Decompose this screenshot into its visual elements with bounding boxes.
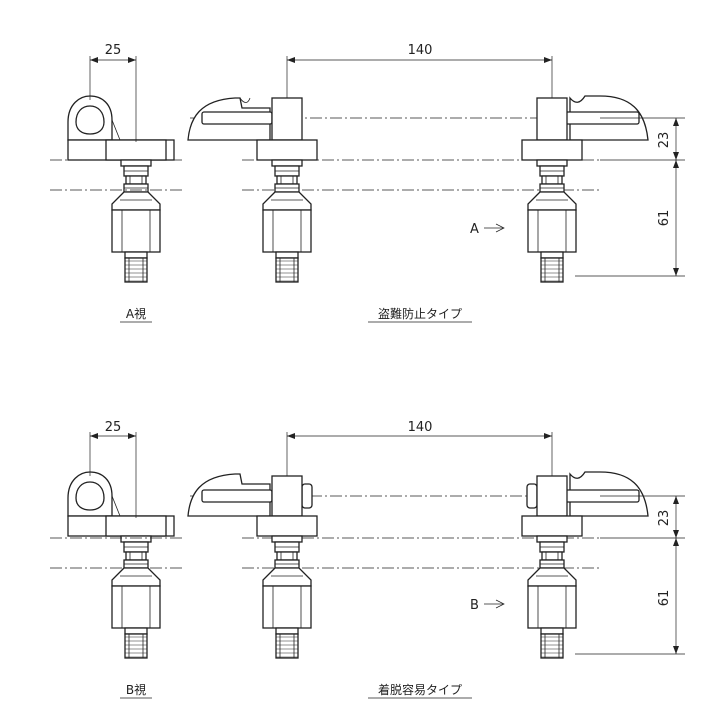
dim-spacing: 140 — [408, 420, 433, 435]
dim-spacing: 140 — [408, 43, 433, 58]
dim-width: 25 — [105, 43, 122, 58]
side-view-b — [67, 471, 175, 659]
type-label: 着脱容易タイプ — [378, 682, 462, 697]
side-view-a — [67, 95, 175, 283]
view-arrow-label: B — [470, 598, 479, 613]
type-label: 盗難防止タイプ — [378, 306, 462, 321]
view-arrow-label: A — [470, 222, 479, 237]
panel-anti-theft: 25 140 23 61 A A視 盗難防止タイプ — [50, 43, 685, 323]
panel-easy-detach: 25 140 23 61 B B視 着脱容易タイプ — [50, 420, 685, 699]
dim-height-upper: 23 — [657, 132, 672, 149]
side-view-label: A視 — [126, 306, 146, 321]
dim-height-upper: 23 — [657, 510, 672, 527]
dim-width: 25 — [105, 420, 122, 435]
side-view-label: B視 — [126, 682, 146, 697]
dim-height-lower: 61 — [657, 210, 672, 227]
dim-height-lower: 61 — [657, 590, 672, 607]
